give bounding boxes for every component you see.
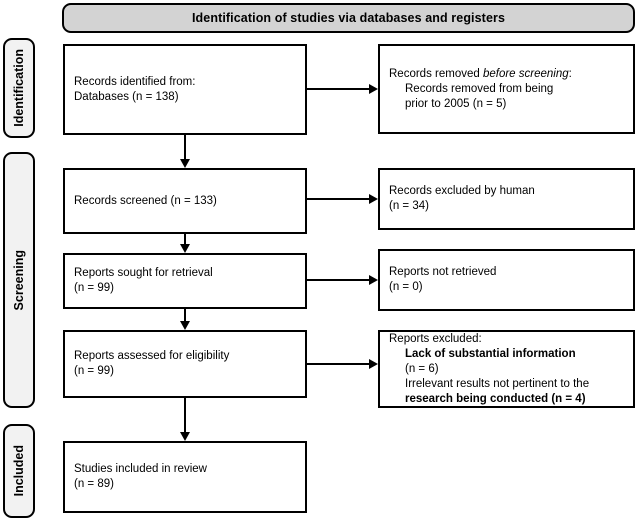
box-records-removed-line-1: Records removed before screening: <box>389 67 624 82</box>
box-reports-not-retrieved-line-2: (n = 0) <box>389 281 423 293</box>
connector-assessed-to-included <box>184 398 186 433</box>
box-reports-not-retrieved-line-1: Reports not retrieved <box>389 266 497 278</box>
box-reports-excluded-line-4: Irrelevant results not pertinent to the <box>405 377 590 390</box>
box-reports-excluded-line-1: Reports excluded: <box>389 332 482 345</box>
box-reports-excluded-line-2: Lack of substantial information <box>405 347 576 360</box>
stage-tab-identification: Identification <box>3 38 35 138</box>
connector-sought-to-assessed <box>184 309 186 322</box>
box-reports-excluded-line-5: research being conducted (n = 4) <box>405 392 586 405</box>
stage-tab-identification-label: Identification <box>11 49 26 127</box>
box-reports-sought-for-retrieval: Reports sought for retrieval (n = 99) <box>63 253 307 309</box>
connector-identified-to-removed <box>307 88 369 90</box>
connector-identified-to-screened <box>184 135 186 160</box>
box-records-screened: Records screened (n = 133) <box>63 168 307 234</box>
phase-banner-label: Identification of studies via databases … <box>191 10 506 25</box>
arrowhead-down-icon <box>180 432 190 441</box>
box-reports-assessed-for-eligibility: Reports assessed for eligibility (n = 99… <box>63 330 307 398</box>
arrowhead-right-icon <box>369 359 378 369</box>
box-records-excluded-line-1: Records excluded by human <box>389 185 535 197</box>
stage-tab-included-label: Included <box>11 445 26 497</box>
arrowhead-down-icon <box>180 159 190 168</box>
arrowhead-right-icon <box>369 84 378 94</box>
box-records-identified: Records identified from: Databases (n = … <box>63 44 307 135</box>
box-studies-included-in-review: Studies included in review (n = 89) <box>63 441 307 513</box>
phase-banner-identification: Identification of studies via databases … <box>62 3 635 33</box>
box-records-removed-line-2: Records removed from being <box>405 82 554 95</box>
box-records-identified-line-1: Records identified from: <box>74 75 196 88</box>
box-reports-assessed-line-1: Reports assessed for eligibility <box>74 350 230 362</box>
box-records-removed-line-1-prefix: Records removed <box>389 67 483 80</box>
stage-tab-screening: Screening <box>3 152 35 408</box>
stage-tab-included: Included <box>3 424 35 518</box>
connector-screened-to-sought <box>184 234 186 245</box>
box-records-excluded-by-human: Records excluded by human (n = 34) <box>378 168 635 230</box>
arrowhead-right-icon <box>369 275 378 285</box>
box-records-removed-line-3: prior to 2005 (n = 5) <box>405 97 507 110</box>
box-reports-not-retrieved: Reports not retrieved (n = 0) <box>378 249 635 311</box>
connector-screened-to-excluded <box>307 198 369 200</box>
box-studies-included-line-2: (n = 89) <box>74 478 114 490</box>
connector-assessed-to-reports-excluded <box>307 363 369 365</box>
arrowhead-down-icon <box>180 321 190 330</box>
box-reports-excluded: Reports excluded: Lack of substantial in… <box>378 330 635 408</box>
box-reports-sought-line-2: (n = 99) <box>74 282 114 294</box>
box-records-removed-line-1-suffix: : <box>568 67 572 80</box>
box-reports-sought-line-1: Reports sought for retrieval <box>74 267 213 279</box>
box-reports-excluded-line-3: (n = 6) <box>405 362 439 375</box>
box-records-excluded-line-2: (n = 34) <box>389 200 429 212</box>
box-records-screened-line-1: Records screened (n = 133) <box>74 194 217 207</box>
box-records-removed-before-screening: Records removed before screening: Record… <box>378 44 635 134</box>
stage-tab-screening-label: Screening <box>11 249 26 311</box>
box-records-removed-line-1-italic: before screening <box>482 67 569 80</box>
arrowhead-down-icon <box>180 244 190 253</box>
connector-sought-to-not-retrieved <box>307 279 369 281</box>
box-records-identified-line-2: Databases (n = 138) <box>74 90 179 103</box>
box-reports-assessed-line-2: (n = 99) <box>74 365 114 377</box>
box-studies-included-line-1: Studies included in review <box>74 463 207 475</box>
arrowhead-right-icon <box>369 194 378 204</box>
